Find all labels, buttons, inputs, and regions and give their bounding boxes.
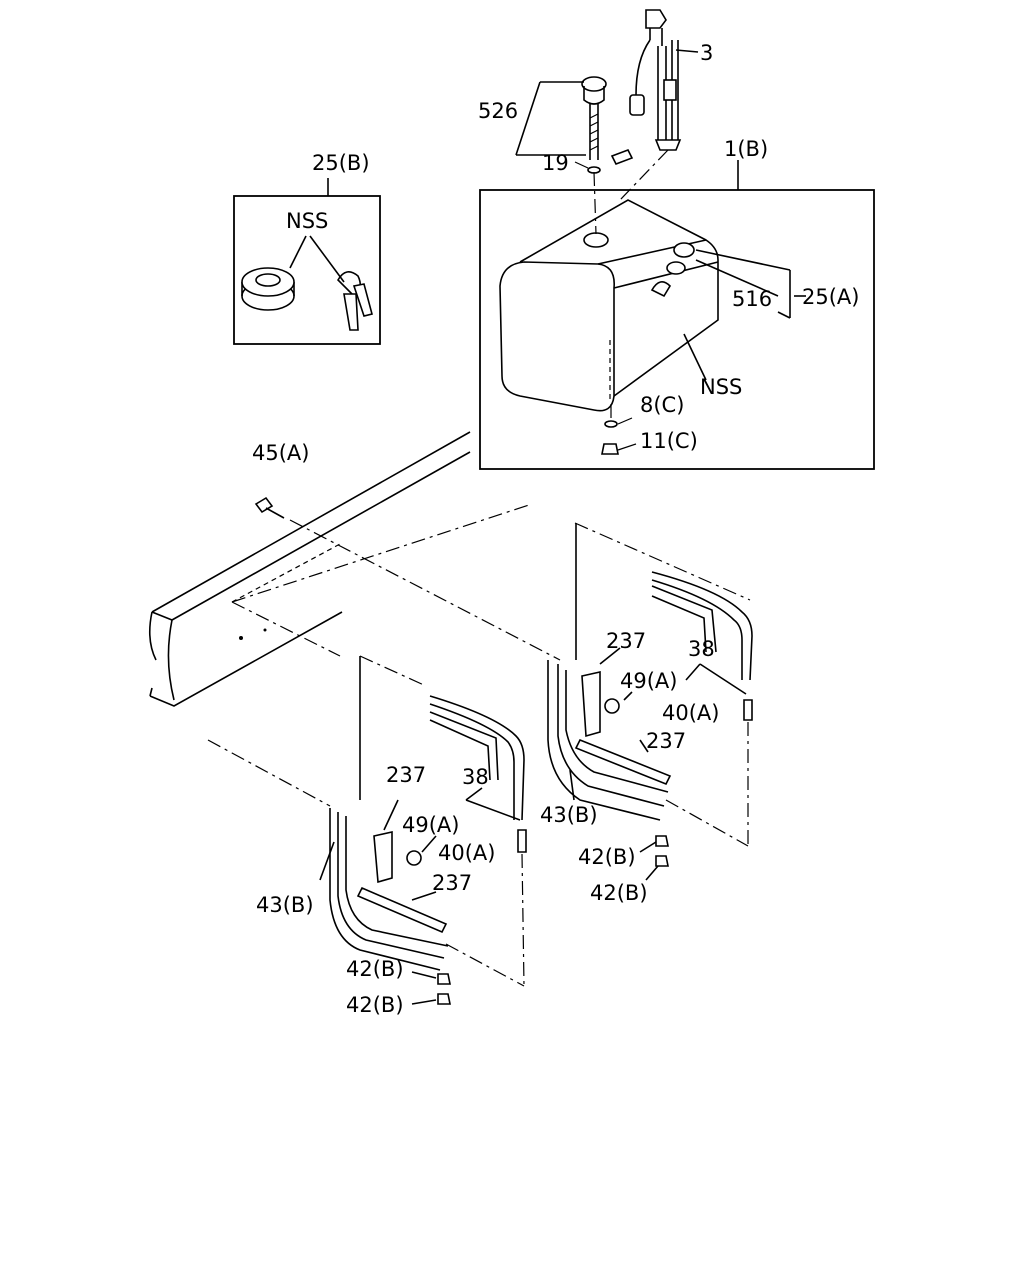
- fuel-sender-unit: [629, 9, 699, 151]
- assembly-lines: [207, 149, 751, 987]
- label-11c: 11(C): [640, 429, 698, 453]
- inset-cap-key: [233, 178, 381, 345]
- label-42b-left-1: 42(B): [346, 957, 404, 981]
- label-nss-inset: NSS: [286, 209, 328, 233]
- label-237-left-bottom: 237: [432, 871, 472, 895]
- label-25b: 25(B): [312, 151, 370, 175]
- left-tank-bracket: [319, 656, 527, 1005]
- label-40a-left: 40(A): [438, 841, 495, 865]
- label-42b-right-1: 42(B): [578, 845, 636, 869]
- label-43b-right: 43(B): [540, 803, 598, 827]
- label-38-right: 38: [688, 637, 715, 661]
- right-tank-bracket: [547, 523, 753, 881]
- chassis-frame-rail: [148, 431, 533, 707]
- fuel-tank: [479, 160, 875, 470]
- label-526: 526: [478, 99, 518, 123]
- label-237-right-bottom: 237: [646, 729, 686, 753]
- label-38-left: 38: [462, 765, 489, 789]
- filler-cap-assembly: [515, 76, 634, 174]
- label-8c: 8(C): [640, 393, 684, 417]
- label-42b-left-2: 42(B): [346, 993, 404, 1017]
- label-42b-right-2: 42(B): [590, 881, 648, 905]
- label-45a: 45(A): [252, 441, 309, 465]
- label-49a-right: 49(A): [620, 669, 677, 693]
- label-40a-right: 40(A): [662, 701, 719, 725]
- label-3: 3: [700, 41, 713, 65]
- label-1b: 1(B): [724, 137, 768, 161]
- label-nss-tank: NSS: [700, 375, 742, 399]
- label-516: 516: [732, 287, 772, 311]
- label-43b-left: 43(B): [256, 893, 314, 917]
- label-19: 19: [542, 151, 569, 175]
- label-237-right-top: 237: [606, 629, 646, 653]
- label-25a: 25(A): [802, 285, 859, 309]
- label-49a-left: 49(A): [402, 813, 459, 837]
- label-237-left-top: 237: [386, 763, 426, 787]
